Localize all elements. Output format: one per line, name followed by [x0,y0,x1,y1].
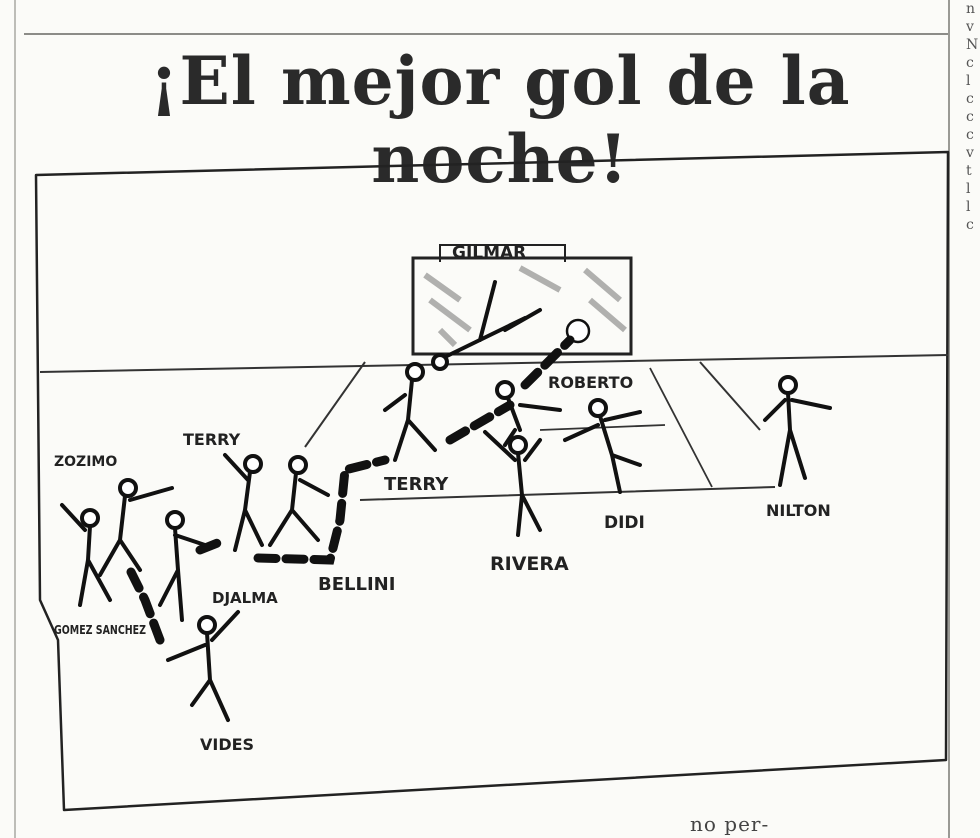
side-letter: c [966,55,974,71]
side-letter: t [966,163,972,179]
goal-net [423,265,627,348]
label-djalma: DJALMA [212,589,278,607]
top-rule [24,33,950,35]
player-figure-roberto [495,380,562,447]
side-letter: l [966,199,971,215]
label-terry-mid: TERRY [384,474,449,495]
label-vides: VIDES [200,735,254,754]
player-figure-bellini [268,455,330,547]
player-figure-gilmar [431,280,542,371]
player-figure-gomez-sanchez [60,503,112,607]
label-bellini: BELLINI [318,574,395,595]
side-letter: c [966,127,974,143]
headline: ¡El mejor gol de la noche! [149,42,851,198]
adjacent-column-text: n v N c l c c c v t l l c [966,0,980,234]
player-figure-vides [166,610,240,722]
goal-frame [411,256,633,356]
side-letter: c [966,217,974,233]
side-letter: v [966,19,974,35]
label-zozimo: ZOZIMO [54,454,117,470]
side-letter: N [966,37,979,53]
label-gilmar: GILMAR [452,243,526,263]
player-figure-didi [563,398,642,494]
player-figure-zozimo [98,478,174,577]
player-figure-nilton [763,375,832,487]
side-letter: v [966,145,974,161]
column-rule [948,0,950,838]
illustration-frame [34,150,950,812]
article-text-fragment: no per- [690,812,770,836]
player-figure-djalma [158,510,207,622]
left-column-rule [14,0,16,838]
player-figure-terry-top [223,453,264,552]
side-letter: c [966,91,974,107]
label-terry-top: TERRY [183,430,241,449]
side-letter: l [966,181,971,197]
penalty-area [304,361,776,501]
goal-line [39,354,949,373]
side-letter: n [966,1,976,17]
side-letter: l [966,73,971,89]
label-didi: DIDI [604,513,645,533]
side-letter: c [966,109,974,125]
label-nilton: NILTON [766,501,831,520]
gilmar-bracket [439,244,566,262]
player-figure-terry-mid [383,362,437,462]
label-gomez-sanchez: GOMEZ SANCHEZ [54,623,146,637]
label-rivera: RIVERA [490,553,569,575]
ball-path [125,335,575,645]
label-roberto: ROBERTO [548,373,633,392]
player-figure-rivera [483,430,542,537]
